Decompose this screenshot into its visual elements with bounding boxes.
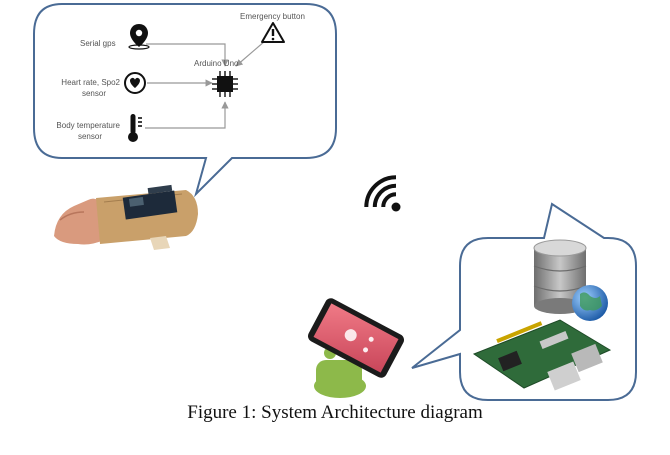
chip-icon xyxy=(212,71,238,97)
smartphone-image xyxy=(307,298,405,398)
wearable-device-image xyxy=(54,184,198,250)
body-temp-label-line2: sensor xyxy=(77,132,102,141)
heart-rate-label-line1: Heart rate, Spo2 xyxy=(61,78,120,87)
heart-icon xyxy=(124,72,146,94)
serial-gps-label: Serial gps xyxy=(80,39,116,48)
thermometer-icon xyxy=(128,114,142,142)
body-temp-label-line1: Body temperature xyxy=(56,121,120,130)
figure-caption: Figure 1: System Architecture diagram xyxy=(187,402,483,423)
map-pin-icon xyxy=(128,24,150,50)
raspberry-pi-image xyxy=(472,319,612,391)
arduino-label: Arduino Uno xyxy=(194,59,239,68)
emergency-button-label: Emergency button xyxy=(240,12,305,21)
warning-icon xyxy=(261,22,285,43)
heart-rate-label-line2: sensor xyxy=(81,89,106,98)
globe-icon xyxy=(572,285,608,321)
sensor-connectors xyxy=(145,40,266,129)
wifi-icon xyxy=(364,175,401,212)
sensor-bubble xyxy=(33,3,337,198)
